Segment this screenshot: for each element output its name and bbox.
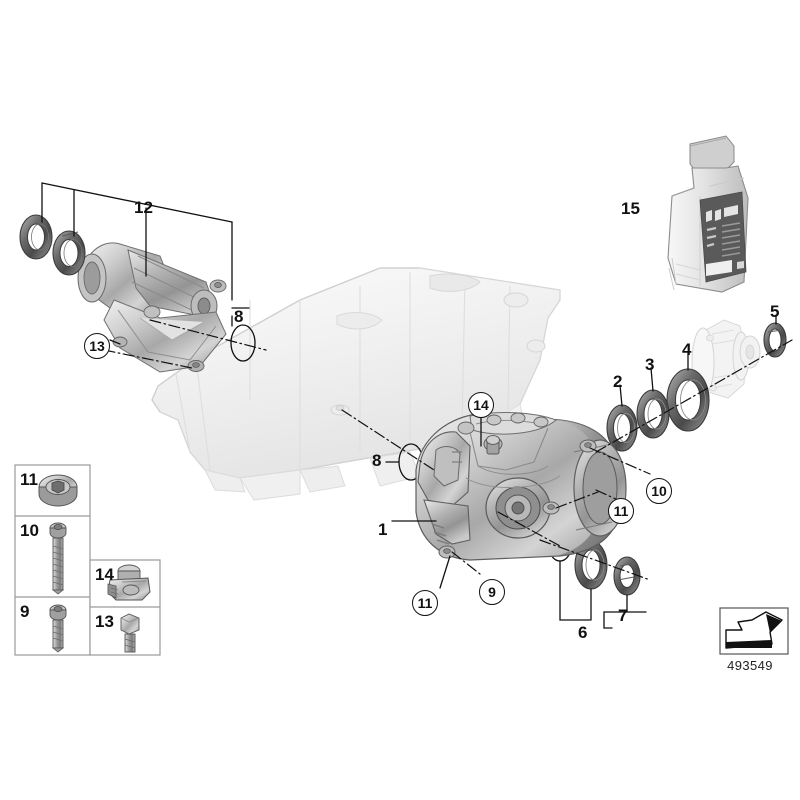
diagram-id-number: 493549	[727, 658, 773, 673]
callout-14: 14	[468, 392, 494, 418]
part-label-5: 5	[770, 302, 780, 321]
callout-9: 9	[479, 579, 505, 605]
callout-11: 11	[412, 590, 438, 616]
part-label-15: 15	[621, 199, 640, 218]
clamp-nut-icon	[107, 564, 151, 601]
part-label-7: 7	[618, 606, 628, 625]
long-bolt-icon	[49, 522, 67, 595]
legend-number-9: 9	[20, 602, 30, 621]
legend-number-14: 14	[95, 565, 114, 584]
seal-ring	[19, 214, 86, 276]
callout-13: 13	[84, 333, 110, 359]
seal-ring	[763, 322, 787, 358]
leader-lines	[41, 182, 777, 629]
part-label-4: 4	[682, 340, 692, 359]
part-label-6: 6	[578, 623, 588, 642]
transfer-case-bracket	[77, 242, 227, 373]
callout-10: 10	[646, 478, 672, 504]
legend-number-11: 11	[20, 470, 38, 489]
legend-number-10: 10	[20, 521, 39, 540]
legend-box	[14, 464, 161, 656]
legend-number-13: 13	[95, 612, 114, 631]
short-bolt-icon	[49, 604, 67, 653]
callout-11: 11	[608, 498, 634, 524]
hex-socket-plug-icon	[38, 474, 78, 507]
part-label-1: 1	[378, 520, 388, 539]
hex-head-bolt-icon	[120, 613, 140, 653]
direction-arrow-icon	[719, 607, 789, 655]
callout-pointers	[109, 339, 482, 589]
part-label-2: 2	[613, 372, 623, 391]
part-label-3: 3	[645, 355, 655, 374]
differential-housing	[415, 412, 627, 561]
axis-leader-lines	[103, 319, 793, 581]
oil-bottle	[667, 135, 749, 293]
part-label-8: 8	[234, 307, 244, 326]
part-label-8: 8	[372, 451, 382, 470]
part-label-12: 12	[134, 198, 153, 217]
